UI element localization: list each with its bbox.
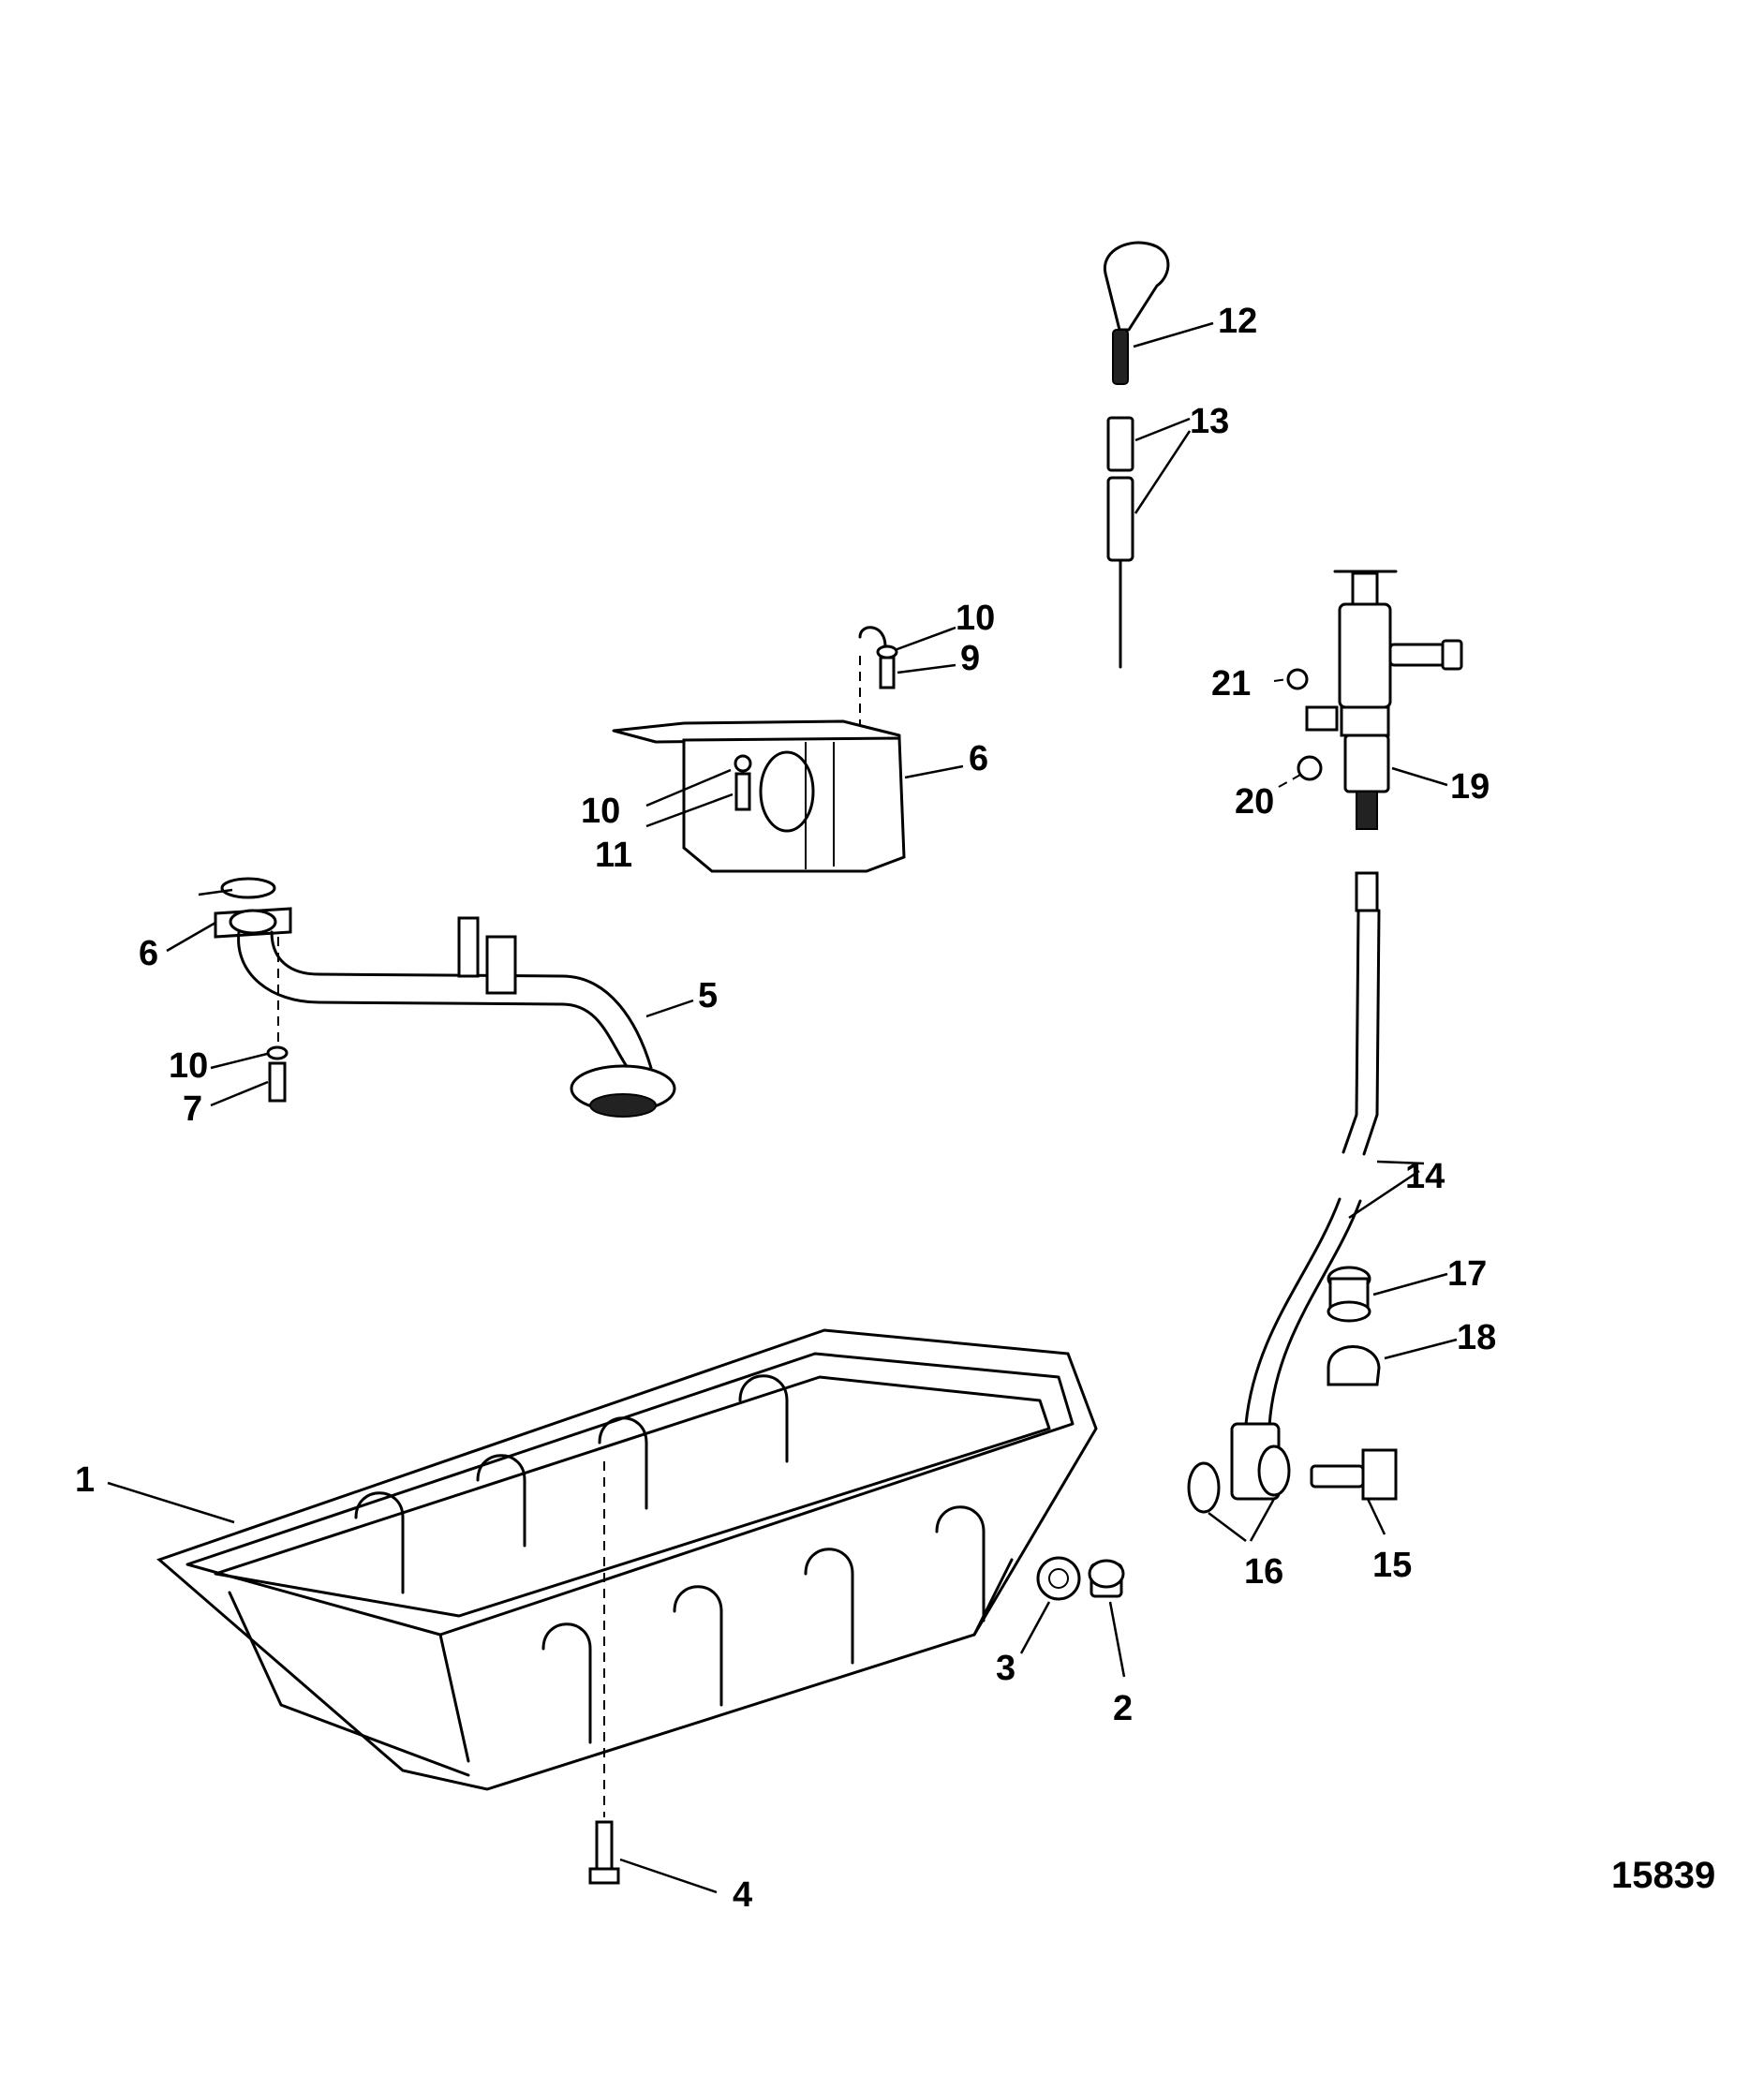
callout-14: 14: [1405, 1157, 1445, 1196]
callout-10-top: 10: [956, 599, 995, 638]
callout-20: 20: [1235, 782, 1274, 822]
callout-3: 3: [996, 1649, 1015, 1688]
callout-2: 2: [1113, 1689, 1133, 1728]
windage-tray-assembly: [612, 626, 964, 873]
callout-5: 5: [698, 976, 718, 1015]
callout-18: 18: [1457, 1318, 1496, 1357]
drain-valve-assembly: [1273, 570, 1463, 830]
callout-10-pickup: 10: [169, 1046, 208, 1086]
callout-6-pickup-seal: 6: [139, 934, 158, 973]
callout-12: 12: [1218, 302, 1257, 341]
callout-21: 21: [1211, 664, 1251, 704]
callout-7: 7: [183, 1089, 202, 1129]
oil-pickup-tube: [166, 877, 694, 1118]
dipstick-assembly: [1103, 241, 1214, 669]
callout-16: 16: [1244, 1552, 1283, 1592]
callout-4: 4: [733, 1875, 752, 1915]
oil-line-assembly: [1187, 871, 1458, 1542]
callout-19: 19: [1450, 767, 1490, 807]
callout-6-tray: 6: [969, 739, 988, 778]
callout-10-tray: 10: [581, 792, 620, 831]
figure-number: 15839: [1611, 1855, 1715, 1896]
callout-9: 9: [960, 639, 980, 678]
oil-pan: [107, 1328, 1126, 1894]
callout-17: 17: [1447, 1254, 1487, 1294]
callout-1: 1: [75, 1460, 95, 1500]
callout-15: 15: [1372, 1546, 1412, 1585]
callout-11: 11: [595, 836, 632, 875]
callout-13: 13: [1190, 402, 1229, 441]
